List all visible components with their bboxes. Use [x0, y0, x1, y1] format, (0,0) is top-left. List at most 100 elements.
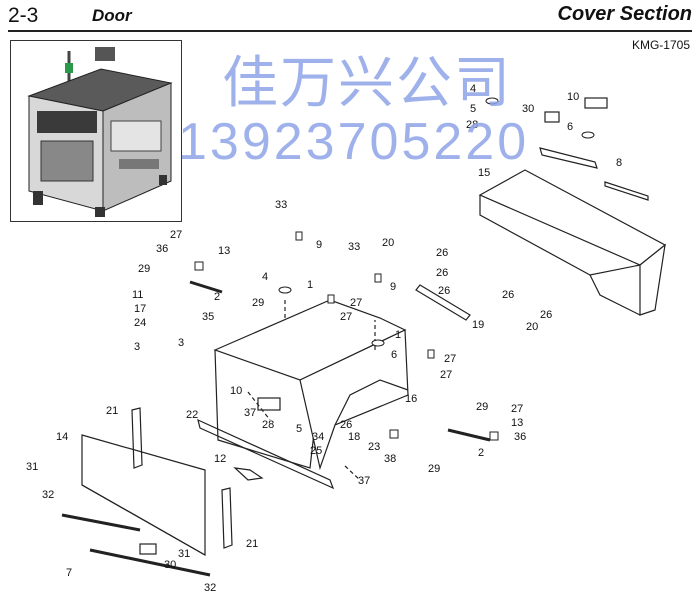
callout-32: 32 — [42, 489, 54, 501]
side-strip-left — [131, 407, 143, 469]
section-name: Cover Section — [557, 3, 692, 25]
callout-24: 24 — [134, 317, 146, 329]
callout-6: 6 — [567, 121, 573, 133]
callout-36: 36 — [514, 431, 526, 443]
callout-31: 31 — [26, 461, 38, 473]
strip-7-lower — [89, 548, 211, 577]
callout-35: 35 — [202, 311, 214, 323]
front-panel-edge — [81, 484, 206, 556]
callout-36: 36 — [156, 243, 168, 255]
callout-2: 2 — [214, 291, 220, 303]
callout-1: 1 — [395, 329, 401, 341]
callout-27: 27 — [440, 369, 452, 381]
bracket-13-right — [489, 431, 499, 441]
header-rule — [8, 30, 692, 32]
knob-4 — [485, 97, 499, 105]
bracket-13-left — [194, 261, 204, 271]
callout-26: 26 — [340, 419, 352, 431]
callout-26: 26 — [540, 309, 552, 321]
bracket-1-right — [427, 349, 435, 359]
callout-7: 7 — [66, 567, 72, 579]
callout-37: 37 — [244, 407, 256, 419]
rear-cover-side — [639, 243, 666, 316]
gas-strut-left — [415, 284, 471, 321]
watermark-company: 佳万兴公司 — [222, 51, 512, 114]
callout-3: 3 — [134, 341, 140, 353]
callout-20: 20 — [526, 321, 538, 333]
callout-21: 21 — [246, 538, 258, 550]
callout-30: 30 — [522, 103, 534, 115]
callout-5: 5 — [296, 423, 302, 435]
callout-8: 8 — [616, 157, 622, 169]
callout-19: 19 — [472, 319, 484, 331]
door-side-arc — [334, 379, 409, 426]
callout-9: 9 — [316, 239, 322, 251]
callout-5: 5 — [470, 103, 476, 115]
hinge-9-right — [374, 273, 382, 283]
hinge-9-left — [295, 231, 303, 241]
callout-29: 29 — [138, 263, 150, 275]
callout-32: 32 — [204, 582, 216, 594]
callout-28: 28 — [466, 119, 478, 131]
callout-13: 13 — [218, 245, 230, 257]
plate-30 — [544, 111, 560, 123]
callout-25: 25 — [310, 445, 322, 457]
section-number: 2-3 — [8, 4, 39, 27]
callout-9: 9 — [390, 281, 396, 293]
callout-10: 10 — [230, 385, 242, 397]
page-title: Door — [92, 6, 132, 25]
label-strip-lower — [604, 181, 649, 201]
bracket-1-left — [327, 294, 335, 304]
door-handle — [233, 467, 264, 481]
assembly-dash-lines — [247, 300, 376, 481]
callout-27: 27 — [170, 229, 182, 241]
callout-37: 37 — [358, 475, 370, 487]
gas-strut-right — [447, 428, 491, 442]
callout-27: 27 — [350, 297, 362, 309]
callout-17: 17 — [134, 303, 146, 315]
plate-30-front — [139, 543, 157, 555]
callout-26: 26 — [438, 285, 450, 297]
rear-cover-frame — [589, 274, 641, 316]
callout-11: 11 — [132, 289, 143, 301]
machine-overview-illustration — [27, 47, 173, 217]
callout-30: 30 — [164, 559, 176, 571]
callout-28: 28 — [262, 419, 274, 431]
callout-31: 31 — [178, 548, 190, 560]
callout-6: 6 — [391, 349, 397, 361]
knob-4-door — [278, 286, 292, 294]
callout-23: 23 — [368, 441, 380, 453]
callout-21: 21 — [106, 405, 118, 417]
callout-34: 34 — [312, 431, 324, 443]
callout-27: 27 — [511, 403, 523, 415]
machine-overview-inset — [10, 40, 182, 222]
callout-33: 33 — [275, 199, 287, 211]
rear-cover-top — [478, 169, 667, 266]
watermark-phone: 13923705220 — [178, 113, 530, 171]
label-strip-upper — [539, 147, 598, 169]
callout-2: 2 — [478, 447, 484, 459]
callout-20: 20 — [382, 237, 394, 249]
callout-33: 33 — [348, 241, 360, 253]
knob-6-door — [371, 339, 385, 347]
callout-26: 26 — [436, 267, 448, 279]
side-strip-right — [221, 487, 233, 549]
model-code: KMG-1705 — [631, 38, 690, 52]
callout-4: 4 — [262, 271, 268, 283]
door-side-panel — [299, 329, 409, 471]
callout-18: 18 — [348, 431, 360, 443]
callout-29: 29 — [252, 297, 264, 309]
plate-10 — [584, 97, 608, 109]
callout-3: 3 — [178, 337, 184, 349]
callout-27: 27 — [340, 311, 352, 323]
rear-cover-bottom — [479, 195, 641, 276]
plate-10-door — [257, 397, 281, 411]
knob-6 — [581, 131, 595, 139]
door-top-panel — [213, 299, 407, 381]
strip-7-upper — [61, 513, 141, 532]
callout-29: 29 — [476, 401, 488, 413]
callout-4: 4 — [470, 83, 476, 95]
